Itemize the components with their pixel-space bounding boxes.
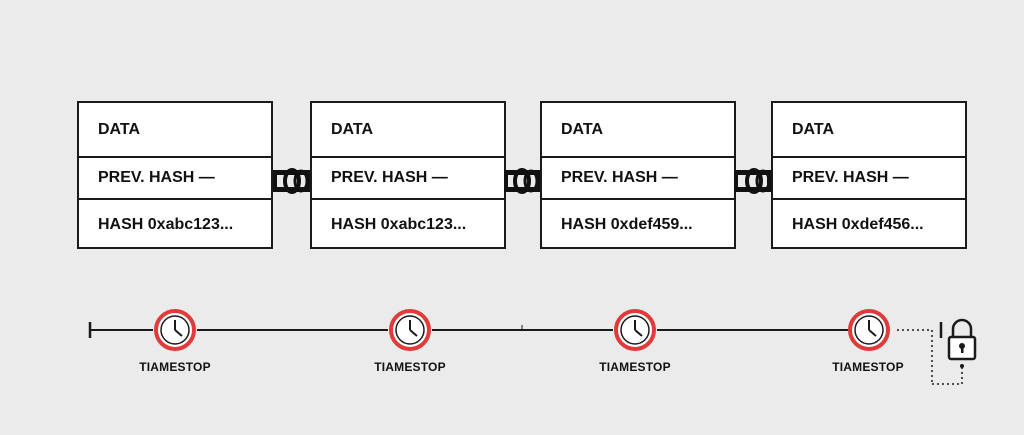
chain-link-icon — [273, 168, 310, 194]
block-prev-hash-label: PREV. HASH — — [542, 158, 734, 200]
clock-icon — [848, 309, 890, 351]
timestamp-label: TIAMESTOP — [599, 360, 671, 374]
timestamp-label: TIAMESTOP — [139, 360, 211, 374]
clock-icon — [614, 309, 656, 351]
block-prev-hash-label: PREV. HASH — — [312, 158, 504, 200]
block-data-label: DATA — [773, 103, 965, 158]
block-prev-hash-label: PREV. HASH — — [79, 158, 271, 200]
block-3: DATA PREV. HASH — HASH 0xdef459... — [540, 101, 736, 249]
block-4: DATA PREV. HASH — HASH 0xdef456... — [771, 101, 967, 249]
block-1: DATA PREV. HASH — HASH 0xabc123... — [77, 101, 273, 249]
block-hash-label: HASH 0xdef459... — [561, 215, 693, 233]
block-hash-label: HASH 0xabc123... — [331, 215, 467, 233]
timestamp-label: TIAMESTOP — [374, 360, 446, 374]
block-hash-label: HASH 0xdef456... — [792, 215, 924, 233]
chain-link-icon — [734, 168, 771, 194]
block-prev-hash-label: PREV. HASH — — [773, 158, 965, 200]
block-hash-label: HASH 0xabc123... — [98, 215, 234, 233]
chain-link-icon — [504, 168, 540, 194]
timestamp-label: TIAMESTOP — [832, 360, 904, 374]
block-data-label: DATA — [79, 103, 271, 158]
block-data-label: DATA — [542, 103, 734, 158]
clock-icon — [154, 309, 196, 351]
block-data-label: DATA — [312, 103, 504, 158]
clock-icon — [389, 309, 431, 351]
padlock-icon — [947, 318, 977, 361]
